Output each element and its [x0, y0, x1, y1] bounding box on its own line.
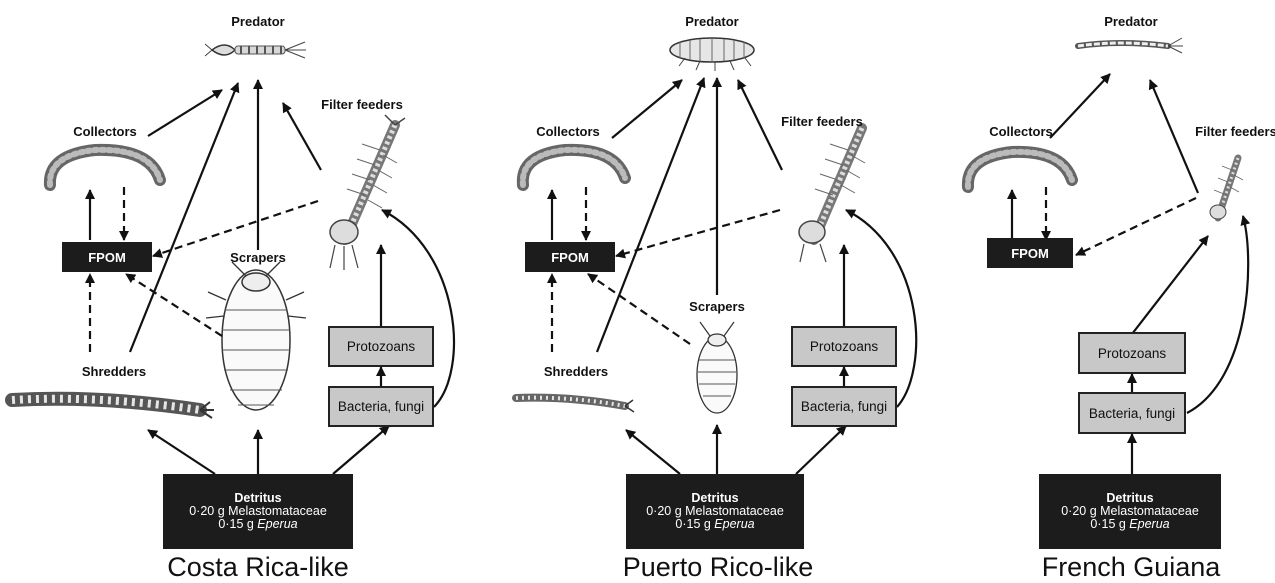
- protozoans-label: Protozoans: [810, 339, 878, 354]
- scrapers-label: Scrapers: [230, 250, 286, 265]
- predator-larva-icon: [1078, 38, 1183, 53]
- detritus-taxon: Eperua: [714, 517, 754, 531]
- shredders-label: Shredders: [544, 364, 608, 379]
- protozoans-box: Protozoans: [791, 326, 897, 367]
- detritus-line-2: 0·15 g Eperua: [218, 518, 297, 531]
- detritus-box: Detritus 0·20 g Melastomataceae 0·15 g E…: [1039, 474, 1221, 549]
- protozoans-label: Protozoans: [1098, 346, 1166, 361]
- panel-title-french-guiana: French Guiana: [1042, 552, 1221, 583]
- bacteria-fungi-label: Bacteria, fungi: [338, 399, 424, 414]
- fpom-box: FPOM: [987, 238, 1073, 268]
- detritus-taxon: Eperua: [1129, 517, 1169, 531]
- bacteria-fungi-box: Bacteria, fungi: [328, 386, 434, 427]
- protozoans-box: Protozoans: [1078, 332, 1186, 374]
- collectors-label: Collectors: [536, 124, 600, 139]
- scrapers-label: Scrapers: [689, 299, 745, 314]
- predator-label: Predator: [1104, 14, 1157, 29]
- bacteria-fungi-label: Bacteria, fungi: [1089, 406, 1175, 421]
- filter-feeder-larva-icon: [330, 115, 405, 270]
- fpom-box: FPOM: [525, 242, 615, 272]
- fpom-box: FPOM: [62, 242, 152, 272]
- detritus-taxon: Eperua: [257, 517, 297, 531]
- bacteria-fungi-box: Bacteria, fungi: [791, 386, 897, 427]
- protozoans-box: Protozoans: [328, 326, 434, 367]
- panel-title-puerto-rico: Puerto Rico-like: [623, 552, 814, 583]
- predator-larva-icon: [670, 38, 754, 71]
- fpom-label: FPOM: [1011, 246, 1049, 261]
- fpom-label: FPOM: [551, 250, 589, 265]
- collector-larva-icon: [523, 150, 625, 185]
- fpom-label: FPOM: [88, 250, 126, 265]
- filter-feeders-label: Filter feeders: [1195, 124, 1275, 139]
- bacteria-fungi-box: Bacteria, fungi: [1078, 392, 1186, 434]
- predator-label: Predator: [685, 14, 738, 29]
- collector-larva-icon: [968, 152, 1072, 187]
- shredder-larva-icon: [516, 398, 634, 412]
- collectors-label: Collectors: [73, 124, 137, 139]
- shredders-label: Shredders: [82, 364, 146, 379]
- shredder-larva-icon: [12, 399, 214, 418]
- predator-larva-icon: [205, 42, 306, 58]
- scraper-larva-icon: [697, 322, 737, 413]
- predator-label: Predator: [231, 14, 284, 29]
- bacteria-fungi-label: Bacteria, fungi: [801, 399, 887, 414]
- detritus-line-2: 0·15 g Eperua: [675, 518, 754, 531]
- protozoans-label: Protozoans: [347, 339, 415, 354]
- detritus-amount: 0·15 g: [218, 517, 257, 531]
- collector-larva-icon: [50, 150, 160, 185]
- detritus-box: Detritus 0·20 g Melastomataceae 0·15 g E…: [626, 474, 804, 549]
- detritus-amount: 0·15 g: [675, 517, 714, 531]
- filter-feeder-larva-icon: [1210, 158, 1243, 219]
- filter-feeders-label: Filter feeders: [321, 97, 403, 112]
- collectors-label: Collectors: [989, 124, 1053, 139]
- detritus-box: Detritus 0·20 g Melastomataceae 0·15 g E…: [163, 474, 353, 549]
- filter-feeder-larva-icon: [799, 128, 865, 262]
- filter-feeders-label: Filter feeders: [781, 114, 863, 129]
- detritus-line-2: 0·15 g Eperua: [1090, 518, 1169, 531]
- detritus-amount: 0·15 g: [1090, 517, 1129, 531]
- panel-title-costa-rica: Costa Rica-like: [167, 552, 349, 583]
